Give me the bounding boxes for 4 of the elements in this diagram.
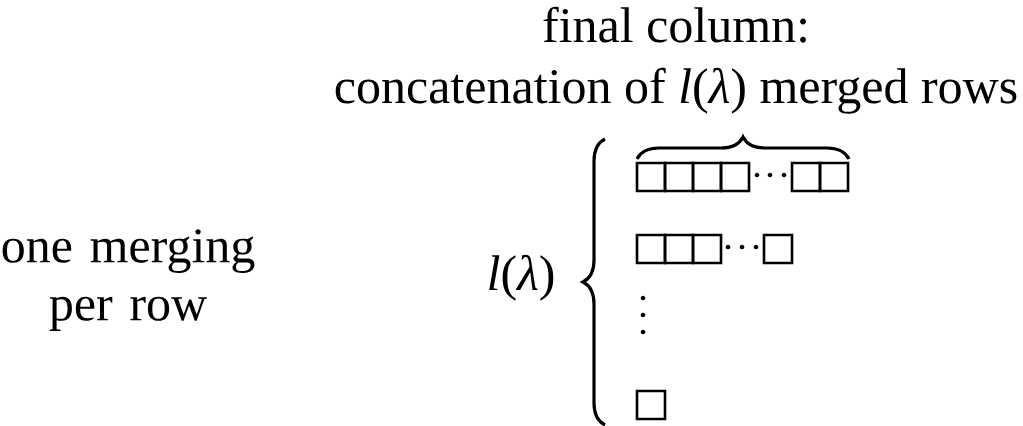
- heading-text: concatenation of l(λ) merged rows: [335, 67, 1017, 114]
- side-note: one merging per row: [2, 229, 255, 331]
- brace-label: l(λ): [489, 254, 554, 301]
- heading-text: final column:: [543, 6, 806, 43]
